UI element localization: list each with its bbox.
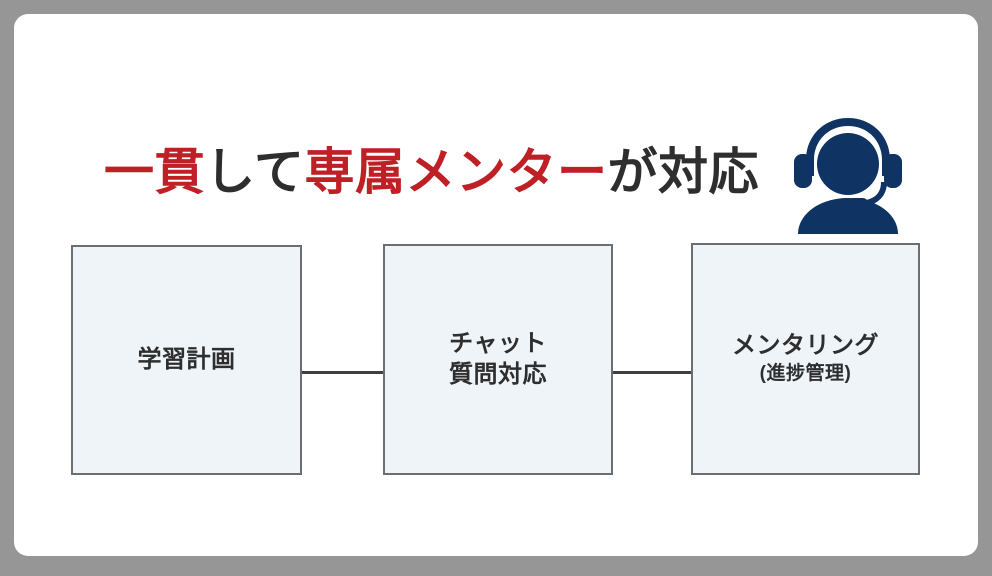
process-flow-diagram: 学習計画 チャット 質問対応 メンタリング (進捗管理) bbox=[14, 14, 978, 556]
flow-step-3-line-1: メンタリング bbox=[732, 332, 879, 360]
flow-step-2-line-2: 質問対応 bbox=[449, 360, 547, 388]
flow-step-1-line-1: 学習計画 bbox=[137, 345, 236, 373]
headline-segment-4: が対応 bbox=[607, 144, 759, 200]
slide-card: 一貫 して 専属メンター が対応 bbox=[14, 14, 978, 556]
flow-connector-2 bbox=[613, 371, 691, 374]
headset-support-agent-icon bbox=[786, 114, 910, 234]
flow-step-3-line-2: (進捗管理) bbox=[759, 363, 852, 385]
flow-step-chat-qa[interactable]: チャット 質問対応 bbox=[383, 244, 613, 475]
flow-step-label: チャット 質問対応 bbox=[449, 329, 547, 390]
headline-segment-2: して bbox=[205, 144, 305, 200]
page-title: 一貫 して 専属メンター が対応 bbox=[104, 140, 759, 204]
flow-step-2-line-1: チャット bbox=[449, 329, 547, 357]
flow-step-mentoring[interactable]: メンタリング (進捗管理) bbox=[691, 243, 920, 475]
flow-connector-1 bbox=[302, 371, 383, 374]
headline-segment-1: 一貫 bbox=[104, 144, 205, 200]
flow-step-learning-plan[interactable]: 学習計画 bbox=[71, 245, 302, 475]
flow-step-label: 学習計画 bbox=[138, 345, 236, 376]
flow-step-label: メンタリング (進捗管理) bbox=[732, 331, 879, 386]
headline-segment-3: 専属メンター bbox=[304, 144, 608, 200]
